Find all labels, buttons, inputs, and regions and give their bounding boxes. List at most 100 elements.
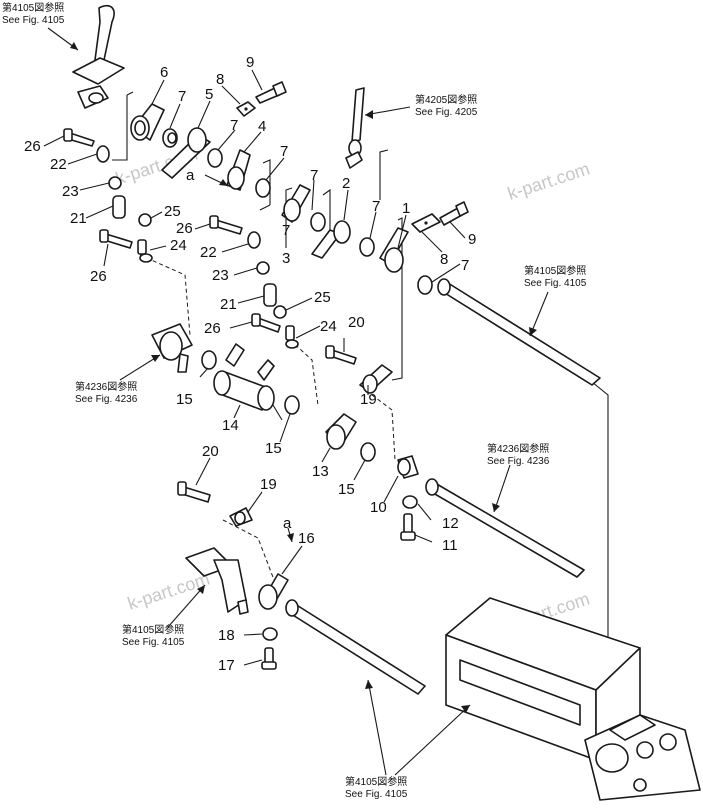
callout-1: 1 <box>402 200 410 217</box>
part-25-nut <box>273 305 287 319</box>
part-25-nut <box>138 213 152 227</box>
callout-9: 9 <box>468 231 476 248</box>
callout-6: 6 <box>160 64 168 81</box>
callout-26: 26 <box>204 320 221 337</box>
callout-9: 9 <box>246 54 254 71</box>
callout-16: 16 <box>298 530 315 547</box>
part-8-plate <box>411 213 441 233</box>
callout-21: 21 <box>70 210 87 227</box>
callout-7: 7 <box>310 167 318 184</box>
callout-25: 25 <box>314 289 331 306</box>
part-3-lever <box>281 184 311 223</box>
callout-14: 14 <box>222 417 239 434</box>
figure-references: 第4105図参照 See Fig. 4105 第4205図参照 See Fig.… <box>2 1 587 800</box>
part-4-lever <box>226 149 251 191</box>
bracket-4105 <box>185 547 249 615</box>
callout-7: 7 <box>280 143 288 160</box>
part-22-collar <box>96 145 110 163</box>
part-24-pin <box>285 325 299 349</box>
part-9-bolt <box>255 81 287 104</box>
part-26-bolt <box>209 215 243 235</box>
callout-20: 20 <box>348 314 365 331</box>
callout-7: 7 <box>178 88 186 105</box>
part-17-bolt <box>261 647 277 670</box>
part-19-link <box>229 507 253 527</box>
callout-15: 15 <box>338 481 355 498</box>
callout-24: 24 <box>320 318 337 335</box>
callout-8: 8 <box>216 71 224 88</box>
callout-2: 2 <box>342 175 350 192</box>
callout-15: 15 <box>265 440 282 457</box>
callout-11: 11 <box>442 537 458 554</box>
part-10-clamp <box>397 455 419 479</box>
callout-22: 22 <box>50 156 67 173</box>
callout-numbers: 6 7 5 8 9 7 4 7 7 2 7 1 9 8 7 26 22 23 2… <box>24 54 476 674</box>
callout-3: 3 <box>282 250 290 267</box>
part-11-bolt <box>400 513 416 541</box>
part-26-bolt <box>99 229 133 249</box>
part-13-lever <box>325 413 357 450</box>
part-14-tube <box>213 343 275 411</box>
upper-rod-4205 <box>345 87 365 169</box>
callout-10: 10 <box>370 499 387 516</box>
ref-4105-lower-en: See Fig. 4105 <box>122 637 185 648</box>
ref-4105-top-en: See Fig. 4105 <box>2 15 65 26</box>
part-20-bolt <box>325 345 357 365</box>
callout-19: 19 <box>260 476 277 493</box>
ref-4205-jp: 第4205図参照 <box>415 93 477 106</box>
bushing-7 <box>255 178 271 198</box>
control-lever <box>72 4 125 109</box>
callout-20: 20 <box>202 443 219 460</box>
bushing-15 <box>201 350 217 370</box>
part-12-nut <box>402 495 418 509</box>
ref-4105-right-jp: 第4105図参照 <box>524 264 586 277</box>
ref-4105-top-jp: 第4105図参照 <box>2 1 64 14</box>
callout-15: 15 <box>176 391 193 408</box>
housing-block <box>445 597 701 801</box>
part-26-bolt <box>63 128 95 147</box>
ref-4105-bottom-en: See Fig. 4105 <box>345 789 408 800</box>
ref-4236-left-en: See Fig. 4236 <box>75 394 138 405</box>
callout-7: 7 <box>282 222 290 239</box>
shaft-4236 <box>425 478 585 578</box>
callout-18: 18 <box>218 627 235 644</box>
callout-13: 13 <box>312 463 329 480</box>
ref-4205-en: See Fig. 4205 <box>415 107 478 118</box>
callout-23: 23 <box>212 267 229 284</box>
callout-19: 19 <box>360 391 377 408</box>
callout-26: 26 <box>176 220 193 237</box>
ref-4236-left-jp: 第4236図参照 <box>75 380 137 393</box>
callout-5: 5 <box>205 86 213 103</box>
leader-lines <box>43 27 549 776</box>
bushing-7 <box>359 237 375 257</box>
callout-8: 8 <box>440 251 448 268</box>
callout-22: 22 <box>200 244 217 261</box>
callout-26: 26 <box>24 138 41 155</box>
callout-7: 7 <box>372 198 380 215</box>
part-24-pin <box>137 239 153 263</box>
callout-a: a <box>283 515 292 532</box>
part-23-nut <box>108 176 122 190</box>
part-2-lever <box>311 220 351 259</box>
part-5-arm <box>161 127 211 179</box>
part-16-lever <box>258 573 289 610</box>
part-21-spacer <box>263 283 277 307</box>
callout-7: 7 <box>461 257 469 274</box>
callout-24: 24 <box>170 237 187 254</box>
callout-25: 25 <box>164 203 181 220</box>
part-21-spacer <box>112 195 126 219</box>
callout-21: 21 <box>220 296 237 313</box>
bushing-7 <box>207 148 223 168</box>
bracket-4236 <box>151 323 193 373</box>
callout-a: a <box>186 167 195 184</box>
ref-4105-right-en: See Fig. 4105 <box>524 278 587 289</box>
watermark: k-part.com <box>505 159 592 204</box>
ref-4105-bottom-jp: 第4105図参照 <box>345 775 407 788</box>
part-20-bolt <box>177 481 211 503</box>
callout-4: 4 <box>258 118 266 135</box>
callout-26: 26 <box>90 268 107 285</box>
callout-17: 17 <box>218 657 235 674</box>
shaft-4105-upper <box>437 278 601 386</box>
callout-23: 23 <box>62 183 79 200</box>
